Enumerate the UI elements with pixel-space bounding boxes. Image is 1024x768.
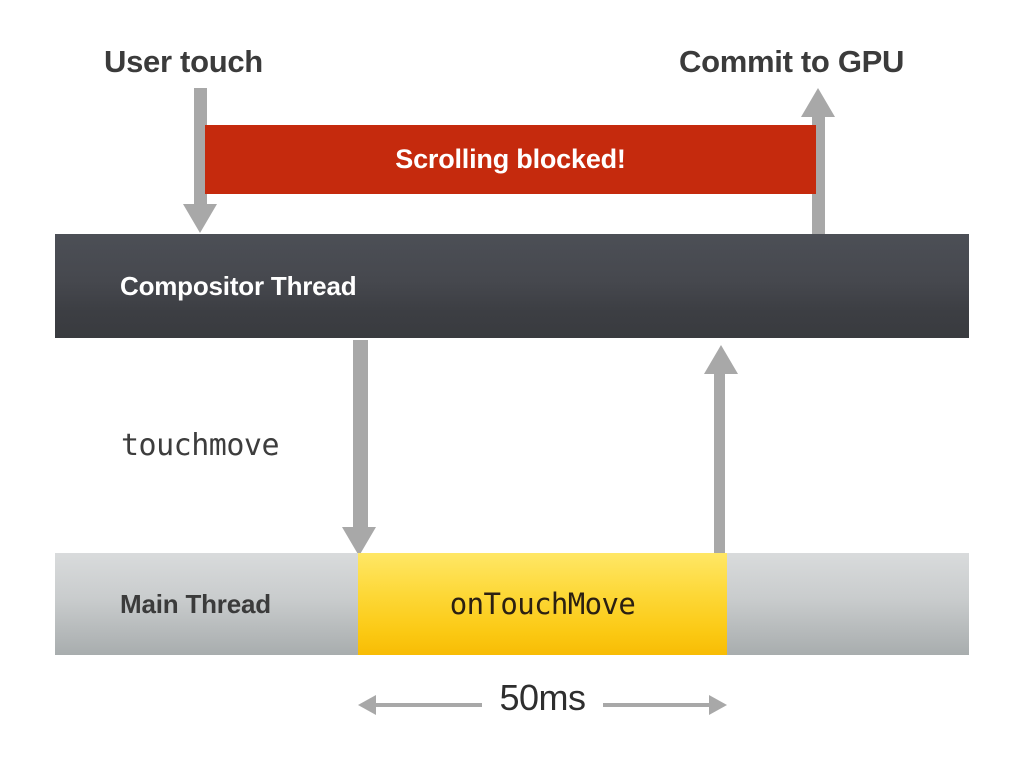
scrolling-blocked-label: Scrolling blocked! [395, 144, 626, 174]
arrow-left-icon [358, 695, 376, 715]
touchmove-arrow-shaft [353, 340, 368, 535]
compositor-thread-lane: Compositor Thread [55, 234, 969, 338]
main-thread-label: Main Thread [120, 588, 271, 619]
arrow-up-icon [801, 88, 835, 117]
scrolling-blocked-bar: Scrolling blocked! [205, 125, 816, 194]
handler-return-arrow-shaft [714, 368, 725, 555]
user-touch-arrow-shaft [194, 88, 207, 206]
measurement-line-right [603, 703, 711, 707]
ontouchmove-handler-block: onTouchMove [358, 553, 727, 655]
arrow-right-icon [709, 695, 727, 715]
user-touch-label: User touch [104, 44, 263, 79]
ontouchmove-handler-label: onTouchMove [449, 587, 636, 621]
arrow-down-icon [183, 204, 217, 233]
arrow-down-icon [342, 527, 376, 556]
duration-measurement: 50ms [358, 677, 727, 738]
compositor-thread-label: Compositor Thread [120, 270, 357, 301]
commit-to-gpu-label: Commit to GPU [679, 44, 905, 79]
arrow-up-icon [704, 345, 738, 374]
measurement-line-left [374, 703, 482, 707]
touchmove-event-label: touchmove [121, 428, 280, 463]
duration-label: 50ms [499, 677, 586, 718]
